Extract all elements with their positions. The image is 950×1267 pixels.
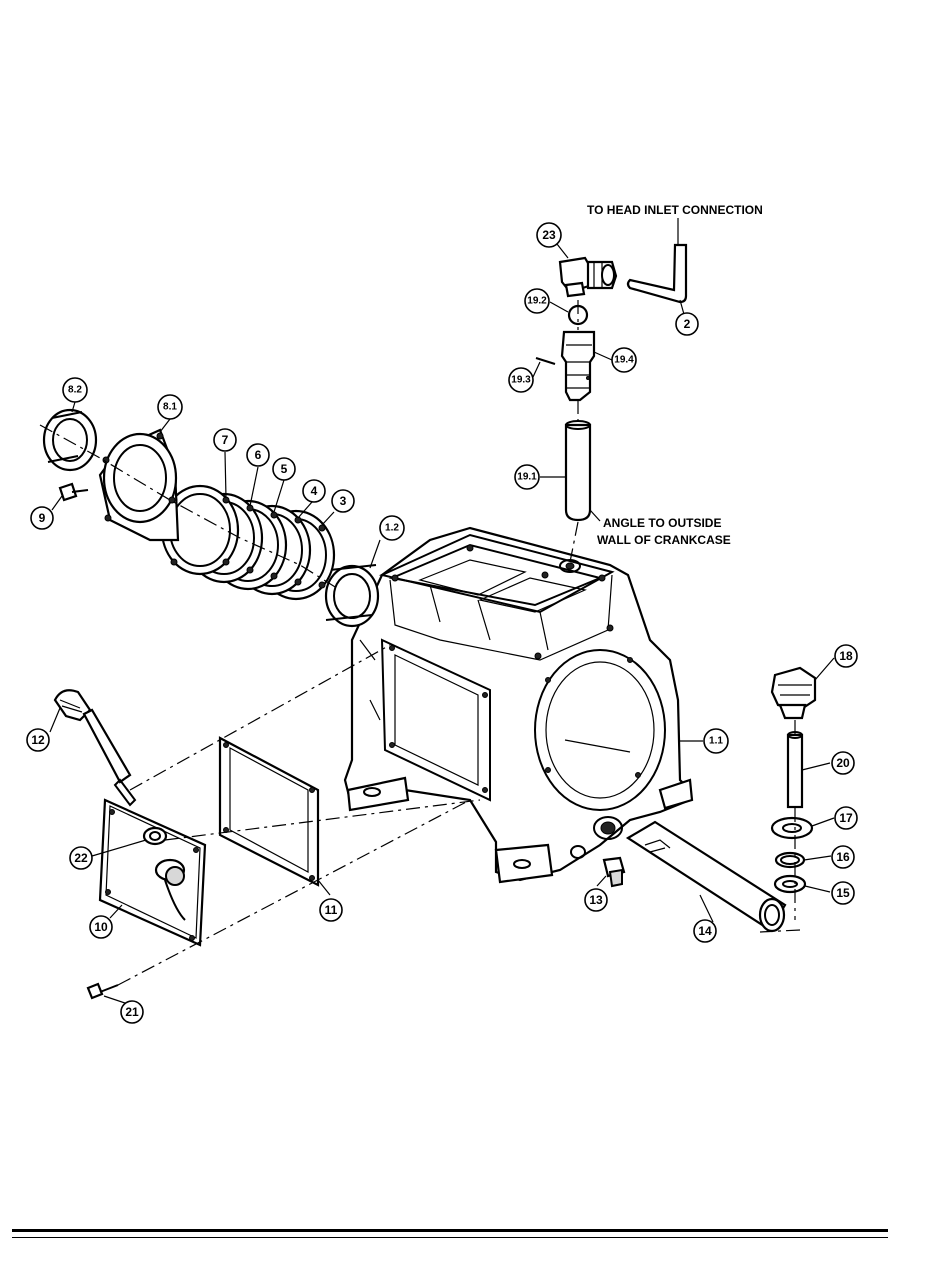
svg-text:20: 20 — [836, 756, 850, 770]
svg-text:10: 10 — [94, 920, 108, 934]
oil-seal-8-2 — [44, 410, 96, 470]
svg-text:2: 2 — [684, 317, 691, 331]
svg-text:22: 22 — [74, 851, 88, 865]
dipstick-12 — [55, 690, 135, 805]
svg-text:19.3: 19.3 — [511, 375, 531, 386]
svg-text:19.4: 19.4 — [614, 355, 634, 366]
callout-7: 7 — [214, 429, 236, 451]
svg-text:8.1: 8.1 — [163, 402, 177, 413]
callout-13: 13 — [585, 889, 607, 911]
svg-text:7: 7 — [222, 433, 229, 447]
callout-6: 6 — [247, 444, 269, 466]
dipstick-tube-20 — [788, 732, 802, 807]
crankcase-body — [345, 528, 692, 882]
callout-18: 18 — [835, 645, 857, 667]
footer-rule-thick — [12, 1229, 888, 1232]
svg-text:8.2: 8.2 — [68, 385, 82, 396]
valve-body-19-4 — [562, 332, 594, 400]
callout-22: 22 — [70, 847, 92, 869]
elbow-fitting-23 — [560, 258, 616, 296]
svg-text:4: 4 — [311, 484, 318, 498]
svg-text:15: 15 — [836, 886, 850, 900]
bearing-cover-8-1 — [100, 430, 178, 540]
callout-1-2: 1.2 — [380, 516, 404, 540]
svg-text:18: 18 — [839, 649, 853, 663]
callout-23: 23 — [537, 223, 561, 247]
note-angle-line2: WALL OF CRANKCASE — [597, 533, 731, 547]
svg-text:1.1: 1.1 — [709, 736, 723, 747]
callout-11: 11 — [320, 899, 342, 921]
tube-19-1 — [566, 421, 590, 520]
callout-5: 5 — [273, 458, 295, 480]
drain-plug-13 — [604, 858, 624, 886]
note-head-inlet: TO HEAD INLET CONNECTION — [587, 203, 763, 217]
svg-text:9: 9 — [39, 511, 46, 525]
gasket-11 — [220, 738, 318, 885]
svg-text:21: 21 — [125, 1005, 139, 1019]
callout-9: 9 — [31, 507, 53, 529]
svg-text:11: 11 — [325, 903, 338, 917]
callout-14: 14 — [694, 920, 716, 942]
drain-tube-14 — [628, 822, 785, 931]
tube-2 — [628, 245, 686, 302]
washer-15 — [775, 876, 805, 892]
callout-16: 16 — [832, 846, 854, 868]
svg-text:3: 3 — [340, 494, 347, 508]
footer-rule-thin — [12, 1237, 888, 1238]
grommet-22 — [144, 828, 166, 844]
note-angle-line1: ANGLE TO OUTSIDE — [603, 516, 721, 530]
callout-10: 10 — [90, 916, 112, 938]
svg-text:17: 17 — [839, 811, 853, 825]
callout-12: 12 — [27, 729, 49, 751]
plug-18 — [772, 668, 815, 718]
callout-2: 2 — [676, 313, 698, 335]
cap-screw-21 — [88, 984, 118, 998]
svg-text:16: 16 — [836, 850, 850, 864]
callout-8-1: 8.1 — [158, 395, 182, 419]
callout-19-4: 19.4 — [612, 348, 636, 372]
svg-text:6: 6 — [255, 448, 262, 462]
svg-text:12: 12 — [31, 733, 45, 747]
callout-4: 4 — [303, 480, 325, 502]
svg-text:14: 14 — [698, 924, 712, 938]
washer-17 — [772, 818, 812, 838]
callout-19-1: 19.1 — [515, 465, 539, 489]
bearing-cup-1-2 — [326, 565, 378, 626]
svg-text:19.1: 19.1 — [517, 472, 537, 483]
cap-screw-9 — [60, 484, 88, 500]
callout-15: 15 — [832, 882, 854, 904]
inspection-cover-10 — [100, 800, 205, 945]
callout-19-2: 19.2 — [525, 289, 549, 313]
callout-8-2: 8.2 — [63, 378, 87, 402]
svg-text:13: 13 — [589, 893, 603, 907]
callout-21: 21 — [121, 1001, 143, 1023]
callout-20: 20 — [832, 752, 854, 774]
callout-19-3: 19.3 — [509, 368, 533, 392]
callout-1-1: 1.1 — [704, 729, 728, 753]
svg-text:19.2: 19.2 — [527, 296, 547, 307]
svg-text:5: 5 — [281, 462, 288, 476]
svg-text:1.2: 1.2 — [385, 523, 399, 534]
callout-3: 3 — [332, 490, 354, 512]
callout-17: 17 — [835, 807, 857, 829]
svg-text:23: 23 — [542, 228, 556, 242]
o-ring-16 — [776, 853, 804, 867]
